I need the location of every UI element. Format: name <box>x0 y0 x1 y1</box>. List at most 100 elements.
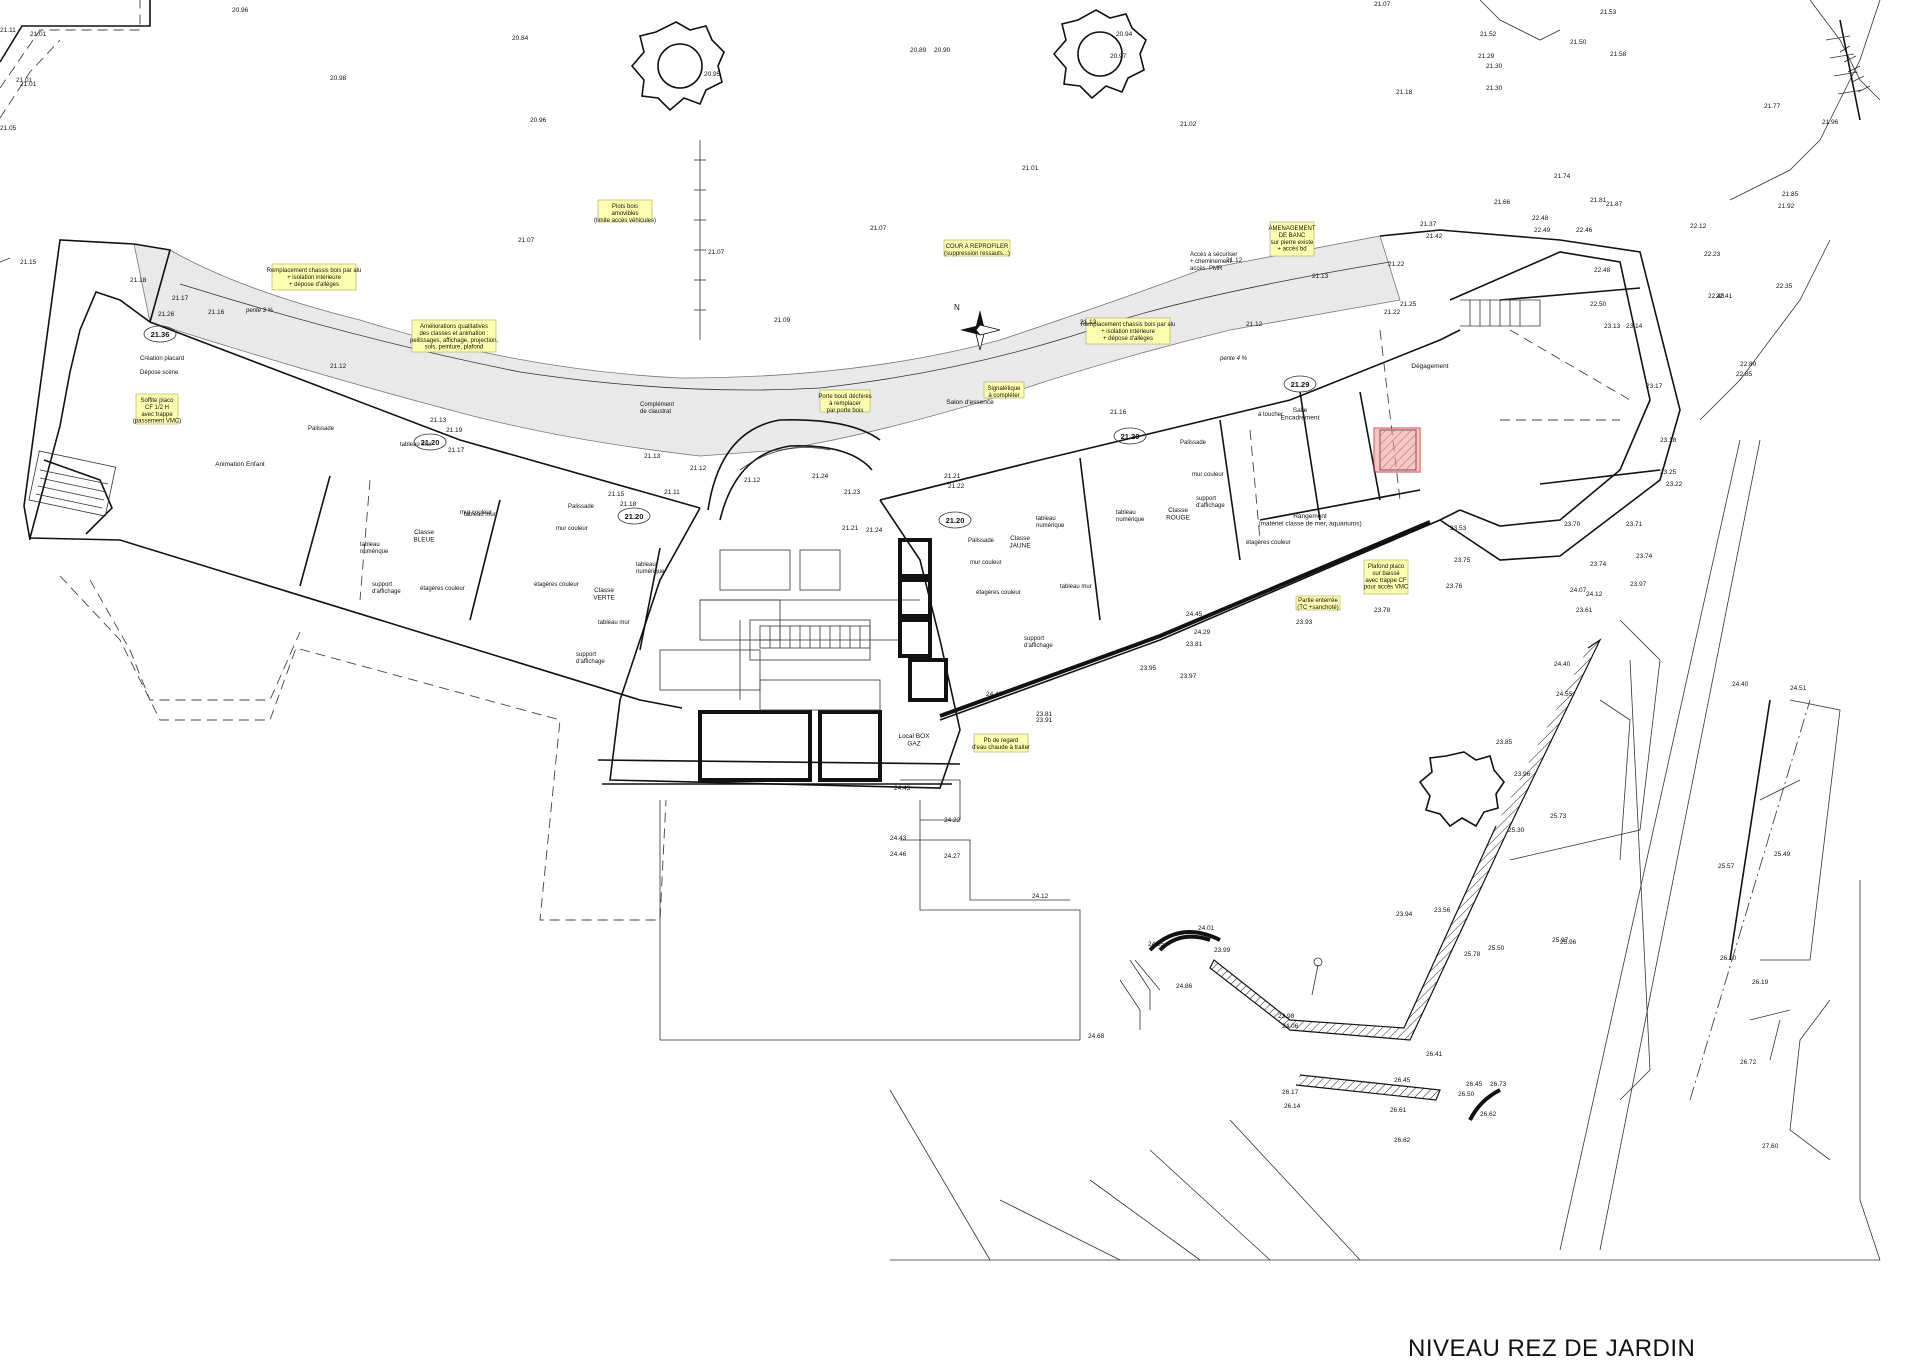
spot-height: 21.81 <box>1590 197 1607 204</box>
spot-height: 20.89 <box>910 47 927 54</box>
spot-height: 23.75 <box>1454 557 1471 564</box>
spot-height: 22.23 <box>1704 251 1721 258</box>
note-partie-enterree: Partie enterrée(TC +sanchoté) <box>1295 595 1341 611</box>
spot-height: 24.43 <box>890 835 907 842</box>
spot-height: 21.30 <box>1486 63 1503 70</box>
interior-label: tableau mur <box>464 512 496 518</box>
spot-height: 20.95 <box>704 71 721 78</box>
spot-height: 21.30 <box>1486 85 1503 92</box>
spot-height: 21.25 <box>1400 301 1417 308</box>
spot-height: 21.29 <box>1478 53 1495 60</box>
spot-height: 23.22 <box>1666 481 1683 488</box>
interior-label: étagères couleur <box>976 590 1021 596</box>
spot-height: 21.77 <box>1764 103 1781 110</box>
spot-height: 21.12 <box>1226 257 1243 264</box>
note-text: Partie enterrée(TC +sanchoté) <box>1297 598 1339 611</box>
spot-height: 26.17 <box>1282 1089 1299 1096</box>
interior-label: Palissade <box>308 426 335 432</box>
spot-height: 24.45 <box>1186 611 1203 618</box>
spot-height: 21.96 <box>1822 119 1839 126</box>
interior-labels: Palissade tableau mur mur couleur tablea… <box>245 308 1291 665</box>
spot-height: 23.76 <box>1446 583 1463 590</box>
plan-title: NIVEAU REZ DE JARDIN <box>1408 1335 1695 1362</box>
spot-height: 25.57 <box>1718 863 1735 870</box>
spot-height: 21.50 <box>1570 39 1587 46</box>
spot-height: 21.18 <box>620 501 637 508</box>
spot-height: 25.97 <box>1552 937 1569 944</box>
level-marker: 21.20 <box>625 512 644 521</box>
interior-label: Palissade <box>968 538 995 544</box>
spot-height: 21.13 <box>1312 273 1329 280</box>
level-marker: 21.29 <box>1291 380 1310 389</box>
spot-height: 26.45 <box>1394 1077 1411 1084</box>
spot-height: 21.02 <box>1180 121 1197 128</box>
spot-height: 26.61 <box>1390 1107 1407 1114</box>
spot-height: 26.72 <box>1740 1059 1757 1066</box>
spot-height: 23.97 <box>1180 673 1197 680</box>
site-lines-south <box>59 575 1881 1261</box>
spot-height: 25.30 <box>1508 827 1525 834</box>
spot-height: 21.92 <box>1778 203 1795 210</box>
spot-height: 22.50 <box>1590 301 1607 308</box>
spot-height: 21.12 <box>744 477 761 484</box>
spot-height: 21.11 <box>664 489 680 496</box>
spot-height: 23.78 <box>1374 607 1391 614</box>
spot-height: 25.50 <box>1488 945 1505 952</box>
spot-height: 23.56 <box>1434 907 1451 914</box>
slope-label: pente 3 % <box>245 308 274 314</box>
spot-height: 21.07 <box>870 225 887 232</box>
spot-height: 24.06 <box>1282 1023 1299 1030</box>
plain-note: Création placard <box>140 356 184 362</box>
spot-height: 21.01 <box>30 31 47 38</box>
spot-height: 21.01 <box>20 81 37 88</box>
spot-height: 21.21 <box>842 525 859 532</box>
spot-height: 24.55 <box>1556 691 1573 698</box>
spot-height: 22.49 <box>1534 227 1551 234</box>
room-name: Salon d'essence <box>946 399 994 406</box>
interior-label: mur couleur <box>1192 472 1224 478</box>
tree-3 <box>1418 751 1505 828</box>
spot-height: 21.26 <box>158 311 175 318</box>
slope-label: pente 4 % <box>1219 356 1248 362</box>
interior-label: tableau mur <box>1060 584 1092 590</box>
spot-height: 25.78 <box>1464 951 1481 958</box>
spot-height: 22.41 <box>1716 293 1733 300</box>
spot-height: 21.16 <box>1110 409 1127 416</box>
level-marker: 21.36 <box>151 330 170 339</box>
spot-height: 21.42 <box>1426 233 1443 240</box>
spot-height: 20.84 <box>512 35 529 42</box>
spot-height: 20.94 <box>1116 31 1133 38</box>
spot-height: 21.07 <box>1374 1 1391 8</box>
spot-height: 22.80 <box>1740 361 1757 368</box>
spot-height: 26.73 <box>1490 1081 1507 1088</box>
interior-label: étagères couleur <box>420 586 465 592</box>
spot-height: 21.13 <box>644 453 661 460</box>
spot-height: 24.68 <box>1088 1033 1105 1040</box>
spot-height: 23.74 <box>1590 561 1607 568</box>
plain-note: Dépose scène <box>140 370 179 376</box>
plain-notes: Création placard Dépose scène Complément… <box>140 252 1237 415</box>
interior-label: tableau mur <box>598 620 630 626</box>
spot-height: 21.19 <box>446 427 463 434</box>
spot-height: 23.97 <box>1630 581 1647 588</box>
retaining-walls <box>1119 619 1661 1121</box>
spot-height: 26.10 <box>1720 955 1737 962</box>
spot-height: 21.05 <box>0 125 17 132</box>
